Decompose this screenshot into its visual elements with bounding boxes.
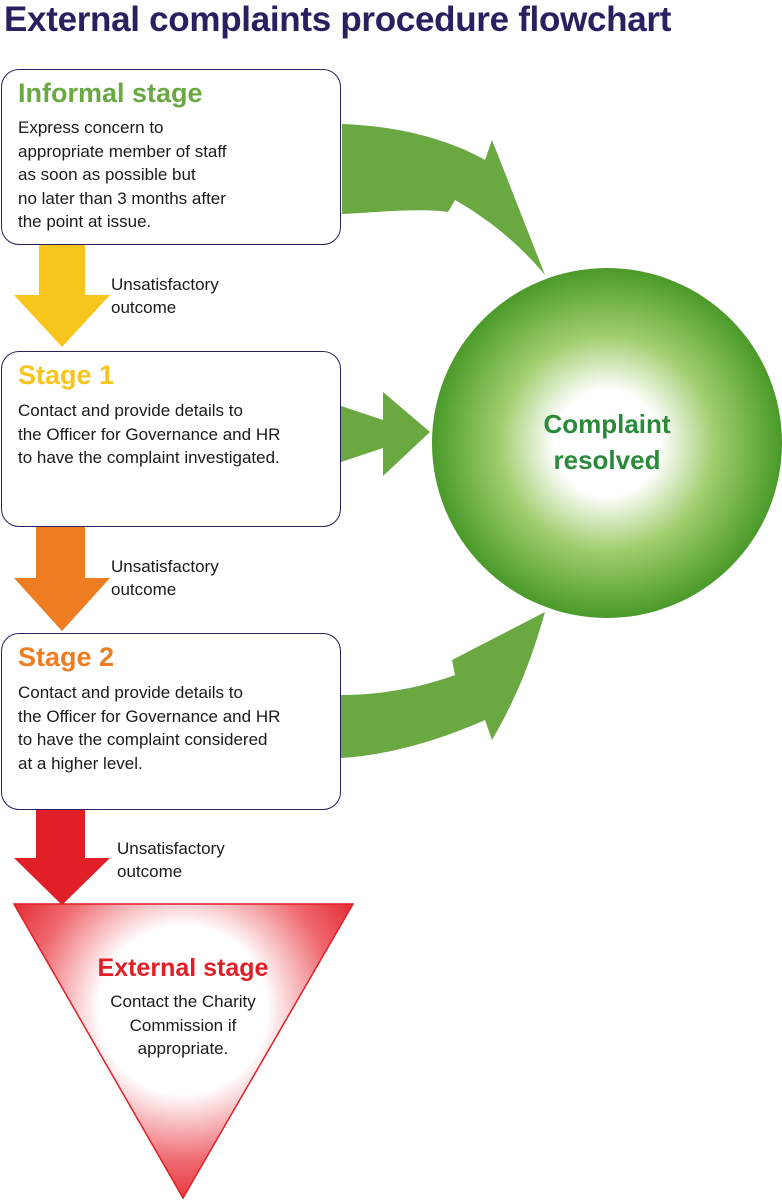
- stage-1-title: Stage 1: [18, 360, 115, 390]
- arrow-informal-to-resolved: [342, 124, 545, 275]
- external-stage-node: [12, 903, 355, 1200]
- stage-1-box: Stage 1 Contact and provide details to t…: [1, 351, 341, 527]
- edge-label-stage1-to-stage2: Unsatisfactory outcome: [111, 557, 219, 599]
- informal-stage-title: Informal stage: [18, 78, 203, 108]
- informal-stage-box: Informal stage Express concern to approp…: [1, 69, 341, 245]
- arrow-stage2-to-resolved: [341, 612, 545, 758]
- arrow-stage2-to-external: [14, 810, 110, 905]
- complaint-resolved-node: [432, 268, 782, 618]
- arrow-stage1-to-resolved: [341, 392, 430, 476]
- arrow-stage1-to-stage2: [14, 527, 110, 631]
- edge-label-informal-to-stage1: Unsatisfactory outcome: [111, 275, 219, 317]
- complaint-resolved-label: Complaint resolved: [543, 409, 671, 475]
- stage-1-body: Contact and provide details to the Offic…: [18, 401, 281, 467]
- external-stage-title: External stage: [97, 954, 269, 982]
- external-stage-body: Contact the Charity Commission if approp…: [110, 992, 256, 1058]
- stage-2-box: Stage 2 Contact and provide details to t…: [1, 633, 341, 810]
- arrow-informal-to-stage1: [14, 244, 110, 347]
- informal-stage-body: Express concern to appropriate member of…: [18, 118, 227, 231]
- edge-label-stage2-to-external: Unsatisfactory outcome: [117, 839, 225, 881]
- stage-2-body: Contact and provide details to the Offic…: [18, 683, 281, 773]
- page-title: External complaints procedure flowchart: [4, 0, 672, 39]
- stage-2-title: Stage 2: [18, 642, 115, 672]
